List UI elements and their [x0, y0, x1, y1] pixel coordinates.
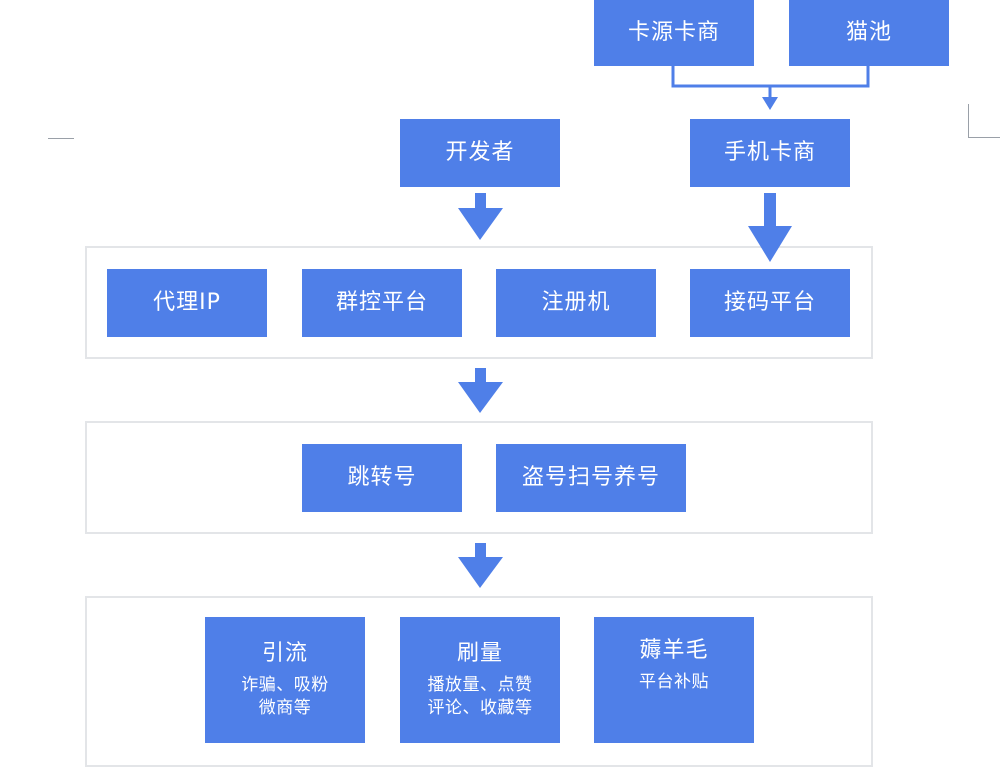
boost-line1: 播放量、点赞	[427, 675, 533, 695]
phone-card-dealer-label: 手机卡商	[723, 140, 816, 165]
accounts-group	[85, 421, 873, 534]
merge-connector	[671, 66, 870, 110]
page-corner-mark-left	[48, 138, 74, 139]
arrow-tools-to-accounts	[458, 368, 503, 413]
wool-title: 薅羊毛	[639, 638, 709, 663]
group-control-node: 群控平台	[302, 269, 462, 337]
traffic-line2: 微商等	[258, 698, 312, 718]
merge-line	[671, 66, 870, 88]
register-machine-node: 注册机	[496, 269, 656, 337]
page-corner-mark-right	[968, 104, 1000, 138]
arrow-developer-to-tools	[458, 193, 503, 240]
developer-label: 开发者	[445, 140, 515, 165]
group-control-label: 群控平台	[335, 290, 428, 315]
cat-pool-node: 猫池	[789, 0, 949, 66]
boost-line2: 评论、收藏等	[427, 698, 533, 718]
boost-node: 刷量 播放量、点赞 评论、收藏等	[400, 617, 560, 743]
wool-node: 薅羊毛 平台补贴	[594, 617, 754, 743]
sms-platform-node: 接码平台	[690, 269, 850, 337]
phone-card-dealer-node: 手机卡商	[690, 119, 850, 187]
card-dealer-label: 卡源卡商	[627, 20, 720, 45]
proxy-ip-label: 代理IP	[153, 290, 221, 315]
developer-node: 开发者	[400, 119, 560, 187]
sms-platform-label: 接码平台	[723, 290, 816, 315]
traffic-line1: 诈骗、吸粉	[241, 675, 329, 695]
steal-scan-raise-label: 盗号扫号养号	[521, 465, 660, 490]
arrow-phone-dealer-to-sms	[748, 193, 792, 262]
steal-scan-raise-node: 盗号扫号养号	[496, 444, 686, 512]
merge-arrowhead	[762, 97, 778, 110]
redirect-account-node: 跳转号	[302, 444, 462, 512]
wool-line1: 平台补贴	[639, 672, 709, 692]
register-machine-label: 注册机	[541, 290, 611, 315]
card-dealer-node: 卡源卡商	[594, 0, 754, 66]
arrow-accounts-to-uses	[458, 543, 503, 588]
proxy-ip-node: 代理IP	[107, 269, 267, 337]
traffic-node: 引流 诈骗、吸粉 微商等	[205, 617, 365, 743]
boost-title: 刷量	[456, 641, 503, 666]
redirect-account-label: 跳转号	[347, 465, 417, 490]
traffic-title: 引流	[261, 641, 308, 666]
cat-pool-label: 猫池	[845, 20, 892, 45]
